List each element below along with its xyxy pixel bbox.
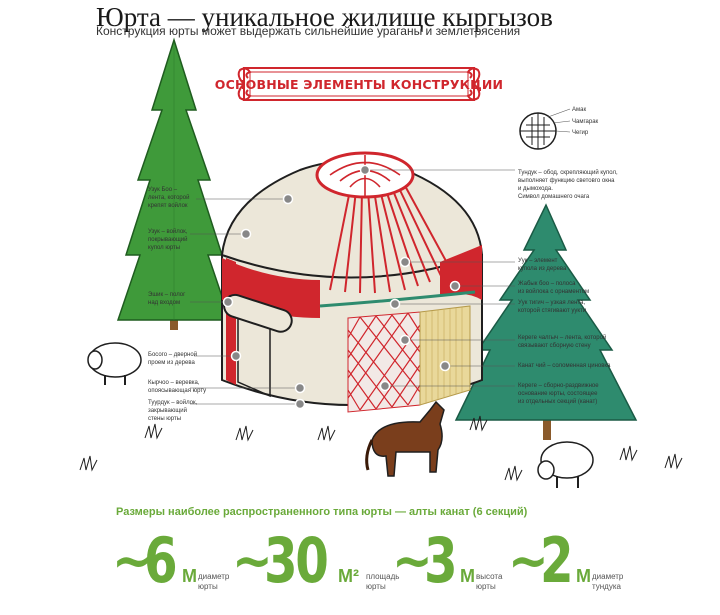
label-uzuk-boo: Узук Боо – лента, которой крепят войлок xyxy=(148,187,189,209)
svg-text:Туурдук – войлок,: Туурдук – войлок, xyxy=(148,399,198,406)
svg-text:проем из дерева: проем из дерева xyxy=(148,360,195,366)
svg-text:Кырчоо – веревка,: Кырчоо – веревка, xyxy=(148,380,200,386)
stat-unit: М xyxy=(182,566,197,586)
label-uuk-tigich: Уук тигич – узкая лента, которой стягива… xyxy=(518,300,586,314)
sheep-left xyxy=(87,342,142,385)
svg-text:Кереге – сборно-раздвижное: Кереге – сборно-раздвижное xyxy=(518,383,599,389)
svg-text:закрывающий: закрывающий xyxy=(148,407,187,414)
svg-text:Уук тигич – узкая лента,: Уук тигич – узкая лента, xyxy=(518,300,585,306)
svg-text:и дымохода.: и дымохода. xyxy=(518,186,553,192)
sizes-heading: Размеры наиболее распространенного типа … xyxy=(116,506,528,518)
svg-text:Символ домашнего очага: Символ домашнего очага xyxy=(518,194,590,200)
svg-text:Кереге чалгыч – лента, которой: Кереге чалгыч – лента, которой xyxy=(518,334,606,341)
svg-text:Уук – элемент: Уук – элемент xyxy=(518,258,558,264)
svg-text:над входом: над входом xyxy=(148,300,180,306)
markers xyxy=(222,164,461,410)
stat-value: 3 xyxy=(424,524,458,597)
label-kyrchoo: Кырчоо – веревка, опоясывающая юрту xyxy=(148,380,206,394)
left-tree xyxy=(116,37,232,330)
svg-text:стены юрты: стены юрты xyxy=(148,416,181,422)
stat-value: 6 xyxy=(144,524,178,597)
page-subtitle: Конструкция юрты может выдержать сильней… xyxy=(96,24,521,38)
grass xyxy=(79,415,683,482)
label-tuurduk: Туурдук – войлок, закрывающий стены юрты xyxy=(148,399,198,422)
yurt xyxy=(220,151,484,413)
label-bosogo: Босого – дверной проем из дерева xyxy=(148,351,197,366)
svg-text:покрывающий: покрывающий xyxy=(148,236,187,243)
svg-text:опоясывающая юрту: опоясывающая юрту xyxy=(148,388,206,394)
svg-text:выполняет функцию световго окн: выполняет функцию световго окна xyxy=(518,178,615,184)
svg-text:купола из дерева: купола из дерева xyxy=(518,266,567,272)
svg-text:Эшик – полог: Эшик – полог xyxy=(148,292,186,298)
svg-text:основание юрты, состоящее: основание юрты, состоящее xyxy=(518,391,598,397)
label-uzuk: Узук – войлок, покрывающий купол юрты xyxy=(148,228,188,251)
stat-tilde: ~ xyxy=(232,529,273,592)
page-title: Юрта — уникальное жилище кыргызов xyxy=(96,2,553,32)
label-eshik: Эшик – полог над входом xyxy=(148,292,186,306)
label-kerege-chalgych: Кереге чалгыч – лента, которой связывают… xyxy=(518,334,606,349)
label-tunduk: Тундук – обод, скрепляющий купол, выполн… xyxy=(518,169,618,200)
svg-text:из отдельных секций (канат): из отдельных секций (канат) xyxy=(518,398,597,405)
stat-unit: М² xyxy=(338,566,359,586)
label-jabyk-boo: Жабык боо – полоса из войлока с орнамент… xyxy=(518,281,589,295)
svg-text:Канат чий – соломенная циновка: Канат чий – соломенная циновка xyxy=(518,362,611,369)
label-uuk: Уук – элемент купола из дерева xyxy=(518,258,567,272)
svg-text:которой стягивают уукти: которой стягивают уукти xyxy=(518,307,586,314)
leader-lines xyxy=(190,169,515,405)
svg-text:крепят войлок: крепят войлок xyxy=(148,202,188,209)
stat-tilde: ~ xyxy=(508,529,549,592)
svg-text:из войлока с орнаментом: из войлока с орнаментом xyxy=(518,288,589,295)
svg-text:Тундук – обод, скрепляющий куп: Тундук – обод, скрепляющий купол, xyxy=(518,169,618,176)
svg-text:Босого – дверной: Босого – дверной xyxy=(148,351,197,358)
svg-text:Узук – войлок,: Узук – войлок, xyxy=(148,228,188,235)
sheep-right xyxy=(537,441,594,488)
stat-unit: М xyxy=(576,566,591,586)
horse xyxy=(365,400,445,477)
svg-text:купол юрты: купол юрты xyxy=(148,245,180,251)
stat-value: 2 xyxy=(540,524,574,597)
stat-tilde: ~ xyxy=(392,529,433,592)
stat-value: 30 xyxy=(264,524,329,597)
stat-tilde: ~ xyxy=(112,529,153,592)
legend-amak: Амак xyxy=(572,107,586,113)
tunduk-legend: Амак Чамгарак Чегир xyxy=(519,107,599,150)
svg-text:лента, которой: лента, которой xyxy=(148,194,189,201)
banner-title: ОСНОВНЫЕ ЭЛЕМЕНТЫ КОНСТРУКЦИИ xyxy=(215,77,503,92)
label-kanat-chii: Канат чий – соломенная циновка xyxy=(518,362,611,369)
svg-text:Жабык боо – полоса: Жабык боо – полоса xyxy=(518,281,576,287)
stat-unit: М xyxy=(460,566,475,586)
svg-text:связывают сборную стену: связывают сборную стену xyxy=(518,343,591,349)
label-kerege: Кереге – сборно-раздвижное основание юрт… xyxy=(518,383,599,405)
construction-banner: ОСНОВНЫЕ ЭЛЕМЕНТЫ КОНСТРУКЦИИ xyxy=(215,67,503,101)
legend-chegir: Чегир xyxy=(572,130,589,136)
legend-chamgarak: Чамгарак xyxy=(572,119,599,125)
svg-text:Узук Боо –: Узук Боо – xyxy=(148,187,178,193)
